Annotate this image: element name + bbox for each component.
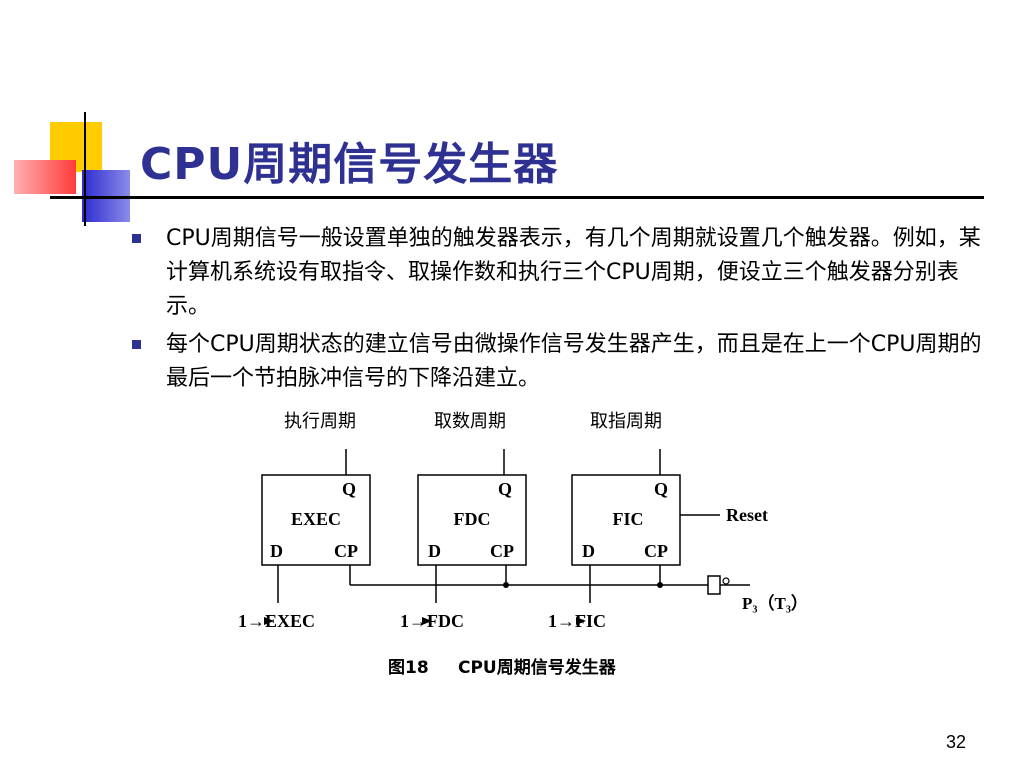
reset-label: Reset (726, 505, 768, 525)
fic-cp-label: CP (644, 541, 668, 561)
clock-label: P₃（T₃） (742, 593, 808, 613)
fic-d-label: D (582, 541, 595, 561)
bullet-item: CPU周期信号一般设置单独的触发器表示，有几个周期就设置几个触发器。例如，某计算… (132, 222, 982, 324)
figure-number: 图18 (388, 658, 429, 678)
fdc-flipflop-box (417, 474, 527, 566)
exec-input-label: 1→EXEC (238, 611, 315, 631)
page-number: 32 (945, 732, 966, 752)
exec-cycle-label: 执行周期 (284, 411, 356, 432)
exec-d-label: D (270, 541, 283, 561)
bullet-item: 每个CPU周期状态的建立信号由微操作信号发生器产生，而且是在上一个CPU周期的最… (132, 328, 982, 396)
fdc-name-label: FDC (454, 509, 491, 529)
fdc-cp-label: CP (490, 541, 514, 561)
bullet-text: 每个CPU周期状态的建立信号由微操作信号发生器产生，而且是在上一个CPU周期的最… (166, 332, 982, 391)
exec-flipflop-box (261, 474, 371, 566)
fdc-input-label: 1→FDC (400, 611, 464, 631)
fic-q-label: Q (654, 479, 668, 499)
exec-cp-label: CP (334, 541, 358, 561)
exec-q-label: Q (342, 479, 356, 499)
exec-name-label: EXEC (291, 509, 341, 529)
bullet-list: CPU周期信号一般设置单独的触发器表示，有几个周期就设置几个触发器。例如，某计算… (132, 222, 982, 400)
bullet-square-icon (132, 340, 141, 349)
fic-flipflop-box (571, 474, 681, 566)
bullet-text: CPU周期信号一般设置单独的触发器表示，有几个周期就设置几个触发器。例如，某计算… (166, 226, 981, 319)
fic-input-label: 1→FIC (548, 611, 606, 631)
fic-cycle-label: 取指周期 (590, 411, 662, 432)
fdc-d-label: D (428, 541, 441, 561)
deco-red-square (14, 160, 76, 194)
fic-name-label: FIC (613, 509, 644, 529)
figure-caption: CPU周期信号发生器 (458, 657, 617, 678)
title-underline (50, 196, 984, 199)
inverter-symbol (707, 575, 721, 595)
slide-title: CPU周期信号发生器 (140, 139, 559, 190)
fdc-cycle-label: 取数周期 (434, 411, 506, 432)
fdc-q-label: Q (498, 479, 512, 499)
deco-vertical-line (84, 112, 86, 226)
bullet-square-icon (132, 234, 141, 243)
cpu-cycle-generator-diagram: 执行周期 取数周期 取指周期 Q Q Q EXEC FDC FIC D CP D… (238, 411, 808, 678)
